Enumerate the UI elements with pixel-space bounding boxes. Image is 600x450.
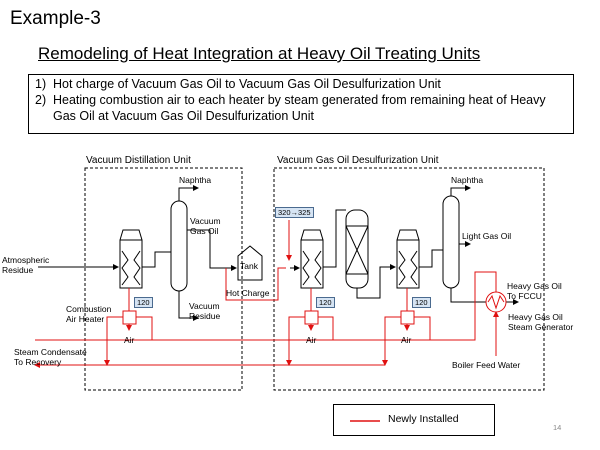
note-text: Hot charge of Vacuum Gas Oil to Vacuum G… bbox=[53, 77, 441, 91]
ds-heater-2 bbox=[396, 229, 420, 289]
note-item: 1) Hot charge of Vacuum Gas Oil to Vacuu… bbox=[35, 76, 567, 92]
temperature-tag: 120 bbox=[316, 297, 335, 308]
light-gas-oil-label: Light Gas Oil bbox=[462, 231, 512, 241]
tank-label: Tank bbox=[240, 261, 258, 271]
example-title: Example-3 bbox=[10, 8, 101, 29]
naphtha-vdu-label: Naphtha bbox=[179, 175, 212, 185]
hgo-steam-generator bbox=[485, 291, 507, 313]
tank bbox=[237, 245, 263, 281]
air-label: Air bbox=[401, 335, 412, 345]
note-text: Heating combustion air to each heater by… bbox=[53, 93, 546, 123]
air-label: Air bbox=[306, 335, 317, 345]
existing-streams bbox=[38, 185, 519, 321]
ds-heater-1 bbox=[300, 229, 324, 289]
page-number: 14 bbox=[553, 423, 562, 432]
note-number: 2) bbox=[35, 93, 47, 107]
legend-box bbox=[333, 404, 495, 436]
fractionator-column bbox=[442, 195, 460, 289]
legend-label: Newly Installed bbox=[388, 413, 459, 425]
vgo-ds-boundary bbox=[273, 167, 545, 391]
temperature-tag: 120 bbox=[412, 297, 431, 308]
note-item: 2) Heating combustion air to each heater… bbox=[35, 92, 567, 124]
slide-heading: Remodeling of Heat Integration at Heavy … bbox=[38, 44, 481, 63]
vdu-boundary bbox=[84, 167, 243, 391]
note-number: 1) bbox=[35, 77, 47, 91]
vdu-heater bbox=[119, 229, 143, 289]
reactor bbox=[345, 209, 369, 289]
feed-temperature-change-tag: 320→325 bbox=[275, 207, 314, 218]
hot-charge-label: Hot Charge bbox=[226, 288, 270, 298]
temperature-tag: 120 bbox=[134, 297, 153, 308]
naphtha-ds-label: Naphtha bbox=[451, 175, 484, 185]
air-label: Air bbox=[124, 335, 135, 345]
vdu-title: Vacuum Distillation Unit bbox=[86, 155, 191, 166]
vacuum-distillation-column bbox=[170, 200, 188, 292]
vgo-ds-title: Vacuum Gas Oil Desulfurization Unit bbox=[277, 155, 439, 166]
notes-box: 1) Hot charge of Vacuum Gas Oil to Vacuu… bbox=[28, 74, 574, 134]
boiler-feed-water-label: Boiler Feed Water bbox=[452, 360, 521, 370]
new-streams bbox=[34, 220, 499, 368]
